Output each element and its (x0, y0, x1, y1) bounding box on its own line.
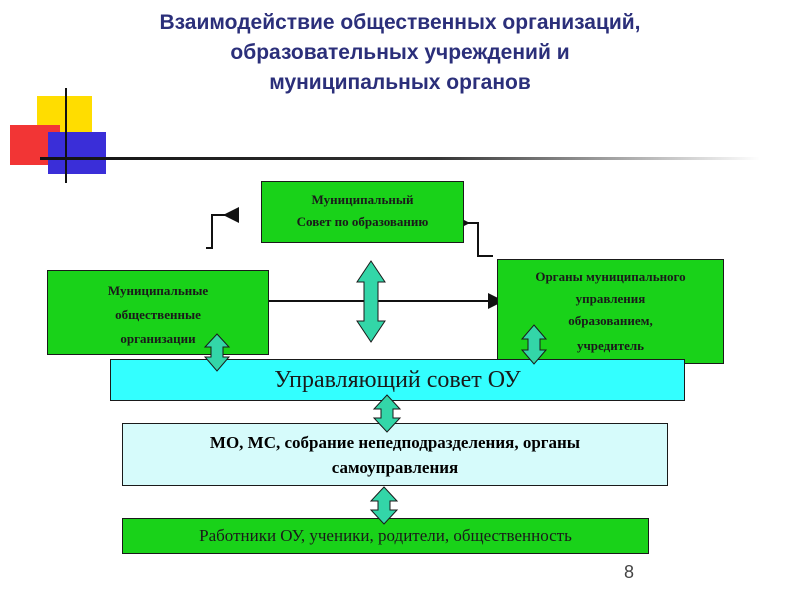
title-line-2: образовательных учреждений и (230, 41, 570, 64)
governing-council-label: Управляющий совет ОУ (274, 367, 521, 393)
arrow-council-center (356, 260, 386, 343)
decor-blue-square (48, 132, 106, 174)
title-line-3: муниципальных органов (269, 71, 531, 94)
units-line-1: МО, МС, собрание непедподразделения, орг… (209, 433, 581, 452)
public-orgs-box: Муниципальные общественные организации (47, 270, 269, 355)
arrow-public-orgs (203, 333, 231, 372)
authority-line-2: управления (575, 291, 646, 306)
participants-label: Работники ОУ, ученики, родители, обществ… (199, 526, 572, 545)
authority-box: Органы муниципального управления образов… (497, 259, 724, 364)
page-number: 8 (623, 562, 634, 582)
authority-line-1: Органы муниципального (535, 269, 686, 284)
slide-title: Взаимодействие общественных организаций,… (0, 8, 800, 98)
council-line-1: Муниципальный (311, 192, 414, 207)
authority-line-4: учредитель (576, 338, 645, 353)
decor-vertical-line (65, 88, 67, 183)
council-line-2: Совет по образованию (296, 214, 429, 229)
public-orgs-line-3: организации (120, 331, 196, 346)
decor-horizontal-line (40, 157, 760, 160)
units-line-2: самоуправления (331, 458, 459, 477)
council-box: Муниципальный Совет по образованию (261, 181, 464, 243)
authority-line-3: образованием, (568, 313, 653, 328)
connector-left (206, 207, 239, 249)
connector-right (454, 215, 493, 257)
title-line-1: Взаимодействие общественных организаций, (159, 11, 641, 34)
arrow-council-units (372, 394, 402, 433)
arrow-units-participants (369, 486, 399, 525)
governing-council-box: Управляющий совет ОУ (110, 359, 685, 401)
arrow-authority (520, 324, 548, 365)
public-orgs-line-1: Муниципальные (107, 283, 209, 298)
public-orgs-line-2: общественные (115, 307, 201, 322)
